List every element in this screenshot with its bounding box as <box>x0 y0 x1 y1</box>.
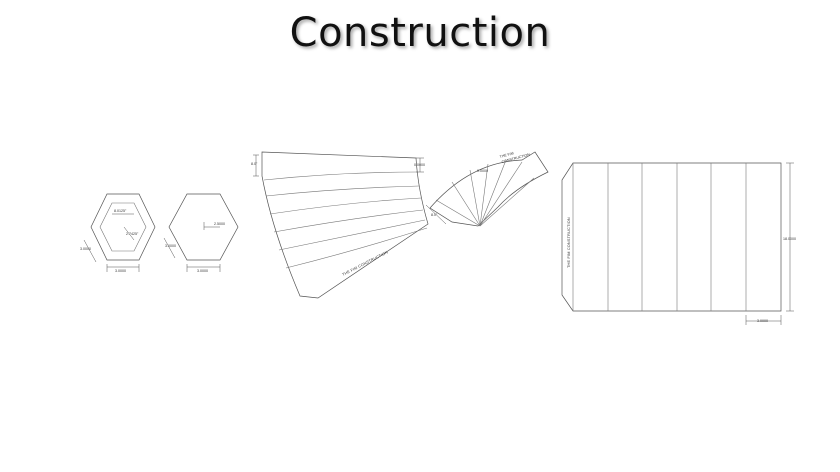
fan-small-top-dim: 0.0000 <box>477 169 488 173</box>
fan-small-label-line2: CONSTRUCTION <box>501 153 530 164</box>
hex-outlined-top-dim: 8.0125" <box>114 209 127 213</box>
fan-sheet-drawing: 8.0" 0.0000 THE FIM CONSTRUCTION <box>251 151 429 299</box>
rect-panel-bottom-dim: 3.0000 <box>757 319 768 323</box>
fan-small-drawing: THE FIM CONSTRUCTION 0.0000 8.0" <box>425 151 549 227</box>
hex-solid-bottom-dim: 3.0000 <box>197 269 208 273</box>
hexagon-outlined-drawing: 8.0125" 2.7425" 3.0000 3.0000 <box>80 193 156 273</box>
slide-title: Construction <box>289 10 551 56</box>
fan-sheet-label: THE FIM CONSTRUCTION <box>342 250 389 277</box>
fan-small-left-dim: 8.0" <box>431 213 438 217</box>
rect-panel-drawing: THE FIM CONSTRUCTION 18.0000 3.0000 <box>561 162 796 325</box>
fan-small-label-line1: THE FIM <box>499 151 514 159</box>
hex-solid-left-dim: 3.0000 <box>165 244 176 248</box>
fan-sheet-left-dim: 8.0" <box>251 162 258 166</box>
fan-sheet-right-dim: 0.0000 <box>414 163 425 167</box>
hex-outlined-diag-dim: 2.7425" <box>126 232 139 236</box>
rect-panel-label: THE FIM CONSTRUCTION <box>567 217 571 268</box>
hex-outlined-left-dim: 3.0000 <box>80 247 91 251</box>
hex-solid-center-dim: 2.5000 <box>214 222 225 226</box>
rect-panel-right-dim: 18.0000 <box>783 237 796 241</box>
hex-outlined-bottom-dim: 3.0000 <box>115 269 126 273</box>
hexagon-solid-drawing: 2.5000 3.0000 3.0000 <box>163 193 239 273</box>
